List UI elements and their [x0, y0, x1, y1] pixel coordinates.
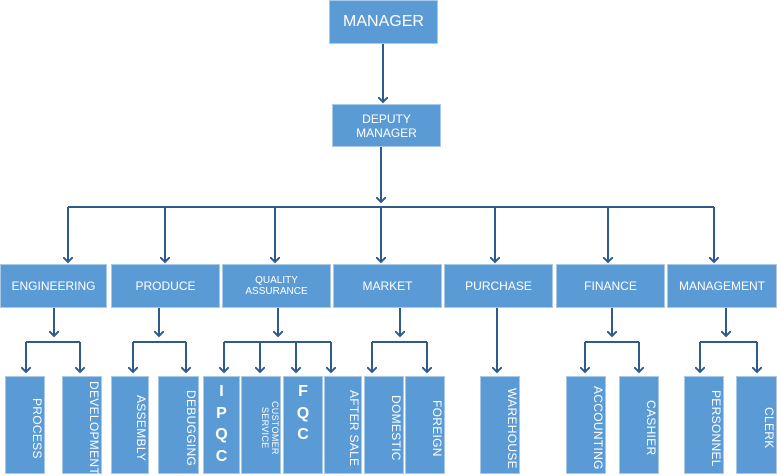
manager-label: MANAGER: [343, 13, 424, 30]
sub-ipqc: I P Q C: [203, 376, 240, 474]
sub-after-sale: AFTER SALE: [324, 376, 362, 474]
sub-fqc: F Q C: [283, 376, 323, 474]
sub-domestic: DOMESTIC: [364, 376, 404, 474]
deputy-manager-label: DEPUTY MANAGER: [356, 111, 417, 140]
sub-warehouse: WAREHOUSE: [480, 376, 520, 474]
deputy-manager-box: DEPUTY MANAGER: [332, 104, 441, 147]
dept-engineering: ENGINEERING: [0, 264, 107, 308]
manager-box: MANAGER: [329, 0, 438, 44]
dept-finance: FINANCE: [556, 264, 665, 308]
dept-produce: PRODUCE: [111, 264, 220, 308]
sub-cashier: CASHIER: [619, 376, 659, 474]
dept-management: MANAGEMENT: [667, 264, 777, 308]
sub-development: DEVELOPMENT: [62, 376, 102, 475]
sub-accounting: ACCOUNTING: [566, 376, 606, 474]
sub-customer-service: CUSTOMER SERVICE: [241, 376, 281, 474]
dept-quality-assurance: QUALITY ASSURANCE: [222, 264, 331, 308]
sub-assembly: ASSEMBLY: [111, 376, 149, 474]
dept-purchase: PURCHASE: [444, 264, 553, 308]
sub-process: PROCESS: [5, 376, 45, 474]
sub-clerk: CLERK: [736, 376, 777, 474]
sub-foreign: FOREIGN: [405, 376, 445, 474]
sub-debugging: DEBUGGING: [158, 376, 199, 474]
dept-market: MARKET: [333, 264, 442, 308]
sub-personnel: PERSONNEL: [684, 376, 724, 474]
